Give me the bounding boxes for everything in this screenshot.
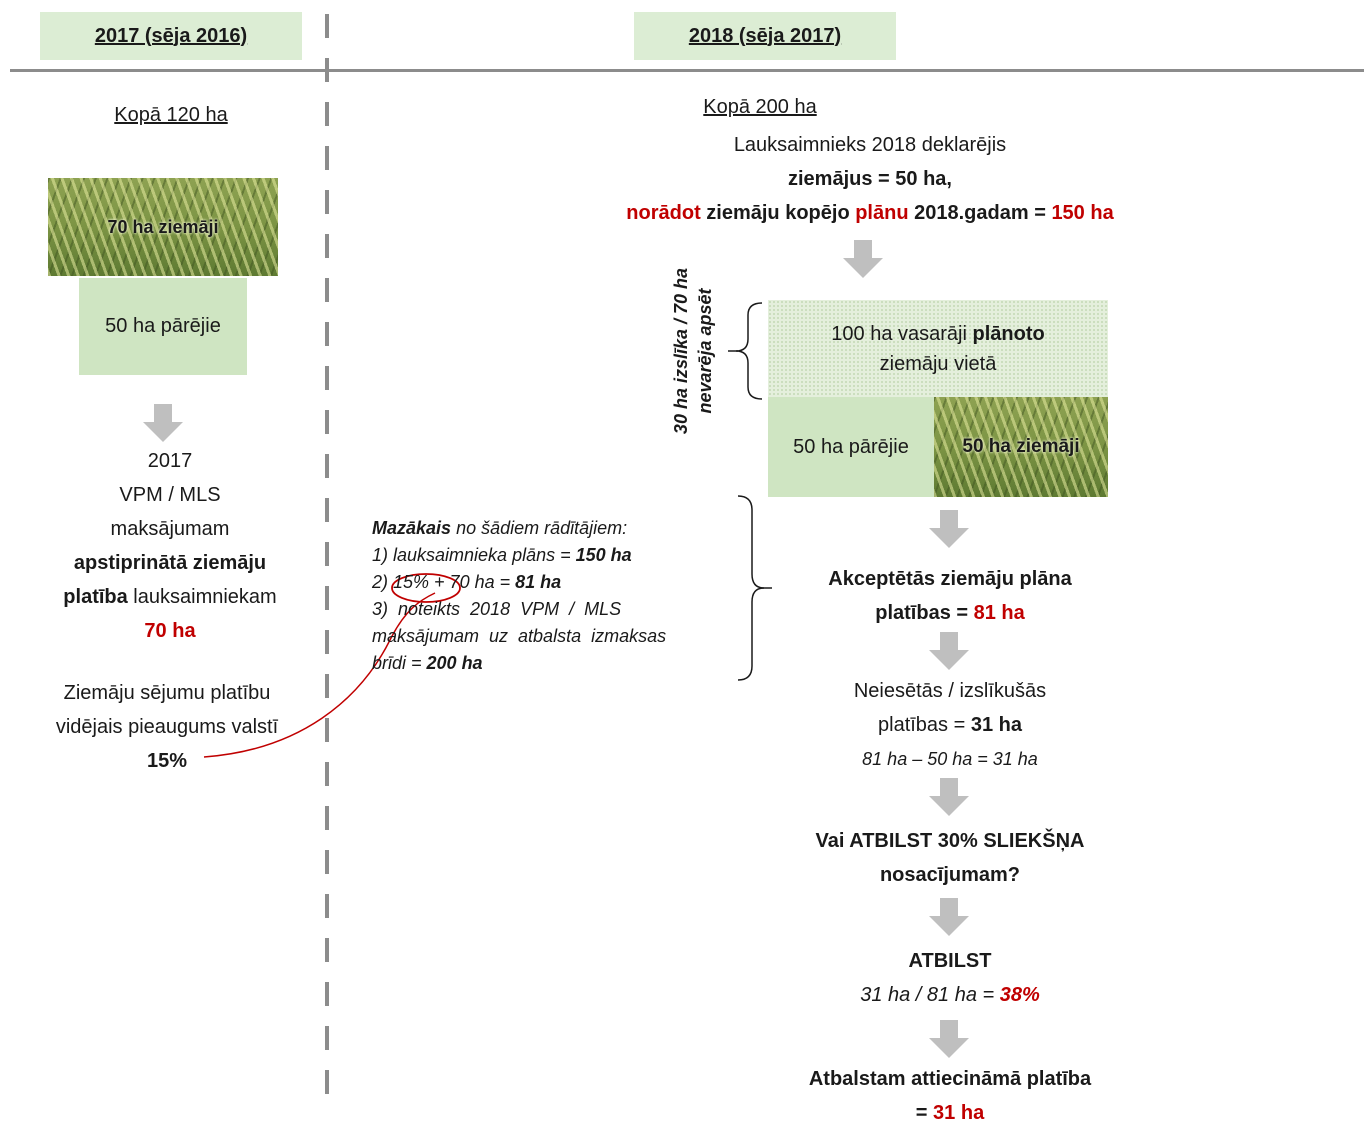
final-line1: Atbalstam attiecināmā platība — [808, 1068, 1092, 1090]
answer-label: ATBILST — [908, 950, 992, 972]
note-item3-line1: 3) noteikts 2018 VPM / MLS — [372, 599, 622, 619]
left-bold2: platība — [63, 586, 128, 608]
unsown-pre: platības = — [878, 714, 971, 736]
vertical-dashed-divider — [325, 14, 329, 1112]
left-tail2: lauksaimniekam — [127, 586, 277, 608]
note-item3-value: 200 ha — [426, 653, 483, 673]
right-plan-red2: plānu — [855, 202, 909, 224]
final-block: Atbalstam attiecināmā platība = 31 ha — [720, 1062, 1180, 1130]
right-spring-box: 100 ha vasarāji plānoto ziemāju vietā — [768, 300, 1108, 397]
right-brace — [728, 302, 763, 400]
note-lead-bold: Mazākais — [372, 518, 452, 538]
question-line2: nosacījumam? — [879, 864, 1021, 886]
right-spring-line2: ziemāju vietā — [879, 352, 997, 375]
unsown-value: 31 ha — [970, 714, 1022, 736]
right-declaration: Lauksaimnieks 2018 deklarējis ziemājus =… — [440, 128, 1300, 230]
down-arrow-icon — [143, 404, 183, 442]
left-growth1: Ziemāju sējumu platību — [63, 682, 271, 704]
unsown-line1: Neiesētās / izslīkušās — [853, 680, 1047, 702]
unsown-line2: platības = 31 ha — [720, 708, 1180, 742]
right-other-box: 50 ha pārējie — [768, 397, 934, 497]
right-winter-label: 50 ha ziemāji — [962, 436, 1080, 457]
right-decl-bold: ziemājus = 50 ha, — [788, 168, 952, 190]
down-arrow-icon — [929, 510, 969, 548]
left-total: Kopā 120 ha — [114, 104, 228, 126]
note-item3-line2: maksājumam uz atbalsta izmaksas — [372, 626, 667, 646]
note-lead-rest: no šādiem rādītājiem: — [451, 518, 628, 538]
criteria-brace — [737, 495, 772, 681]
right-vertical-label: 30 ha izslīka / 70 ha nevarēja apsēt — [668, 246, 718, 456]
right-wheat-image: 50 ha ziemāji — [934, 397, 1108, 497]
left-bold1: apstiprinātā ziemāju — [73, 552, 267, 574]
answer-formula-pre: 31 ha / 81 ha = — [860, 984, 1000, 1006]
accepted-value: 81 ha — [973, 602, 1025, 624]
note-item3-line3: brīdi = 200 ha — [372, 650, 728, 677]
right-plan-value: 150 ha — [1051, 202, 1114, 224]
right-vertical-line2: nevarēja apsēt — [695, 288, 715, 414]
answer-block: ATBILST 31 ha / 81 ha = 38% — [720, 944, 1180, 1012]
down-arrow-icon — [929, 1020, 969, 1058]
final-value: 31 ha — [933, 1102, 985, 1124]
right-spring-pre: 100 ha vasarāji — [831, 322, 973, 345]
down-arrow-icon — [929, 898, 969, 936]
right-decl: Lauksaimnieks 2018 deklarējis — [733, 134, 1007, 156]
accepted-line2: platības = 81 ha — [720, 596, 1180, 630]
note-item3-pre: brīdi = — [372, 653, 427, 673]
unsown-block: Neiesētās / izslīkušās platības = 31 ha … — [720, 674, 1180, 776]
left-year: 2017 — [147, 450, 193, 472]
left-line2: VPM / MLS — [119, 484, 221, 506]
answer-value: 38% — [999, 984, 1040, 1006]
note-item2-num: 2) — [372, 572, 394, 592]
header-2018: 2018 (sēja 2017) — [634, 12, 896, 60]
right-vertical-line1: 30 ha izslīka / 70 ha — [671, 267, 691, 435]
left-line5: platība lauksaimniekam — [30, 580, 310, 614]
left-approved-block: 2017 VPM / MLS maksājumam apstiprinātā z… — [30, 444, 310, 648]
criteria-note: Mazākais no šādiem rādītājiem: 1) lauksa… — [372, 515, 728, 677]
right-plan-mid2: 2018.gadam = — [908, 202, 1052, 224]
down-arrow-icon — [929, 778, 969, 816]
left-winter-label: 70 ha ziemāji — [107, 216, 219, 237]
note-item2-value: 81 ha — [515, 572, 562, 592]
final-pre: = — [915, 1102, 934, 1124]
down-arrow-icon — [929, 632, 969, 670]
right-spring-bold: plānoto — [972, 322, 1045, 345]
question-block: Vai ATBILST 30% SLIEKŠŅA nosacījumam? — [720, 824, 1180, 892]
accepted-pre: platības = — [875, 602, 974, 624]
note-item1-pre: 1) lauksaimnieka plāns = — [372, 545, 576, 565]
horizontal-divider — [10, 69, 1364, 72]
left-value: 70 ha — [144, 620, 196, 642]
left-wheat-image: 70 ha ziemāji — [48, 178, 278, 276]
header-2017: 2017 (sēja 2016) — [40, 12, 302, 60]
left-growth-value: 15% — [146, 750, 188, 772]
note-item2-mid: + 70 ha = — [429, 572, 516, 592]
note-item2-pct: 15% — [393, 572, 430, 592]
accepted-line1: Akceptētās ziemāju plāna — [828, 568, 1072, 590]
unsown-formula: 81 ha – 50 ha = 31 ha — [862, 749, 1038, 769]
right-plan-mid1: ziemāju kopējo — [700, 202, 856, 224]
final-line2: = 31 ha — [720, 1096, 1180, 1130]
note-item1-value: 150 ha — [575, 545, 632, 565]
question-line1: Vai ATBILST 30% SLIEKŠŅA — [815, 830, 1085, 852]
note-item1: 1) lauksaimnieka plāns = 150 ha — [372, 542, 728, 569]
accepted-block: Akceptētās ziemāju plāna platības = 81 h… — [720, 562, 1180, 630]
right-total: Kopā 200 ha — [703, 96, 817, 118]
left-growth2: vidējais pieaugums valstī — [55, 716, 279, 738]
right-spring-line1: 100 ha vasarāji plānoto — [831, 319, 1044, 349]
left-line3: maksājumam — [110, 518, 230, 540]
down-arrow-icon — [843, 240, 883, 278]
left-growth-block: Ziemāju sējumu platību vidējais pieaugum… — [22, 676, 312, 778]
right-plan-red1: norādot — [626, 202, 701, 224]
answer-formula: 31 ha / 81 ha = 38% — [720, 978, 1180, 1012]
note-lead: Mazākais no šādiem rādītājiem: — [372, 515, 728, 542]
note-item2: 2) 15% + 70 ha = 81 ha — [372, 569, 728, 596]
left-other-box: 50 ha pārējie — [79, 278, 247, 375]
right-plan-line: norādot ziemāju kopējo plānu 2018.gadam … — [440, 196, 1300, 230]
